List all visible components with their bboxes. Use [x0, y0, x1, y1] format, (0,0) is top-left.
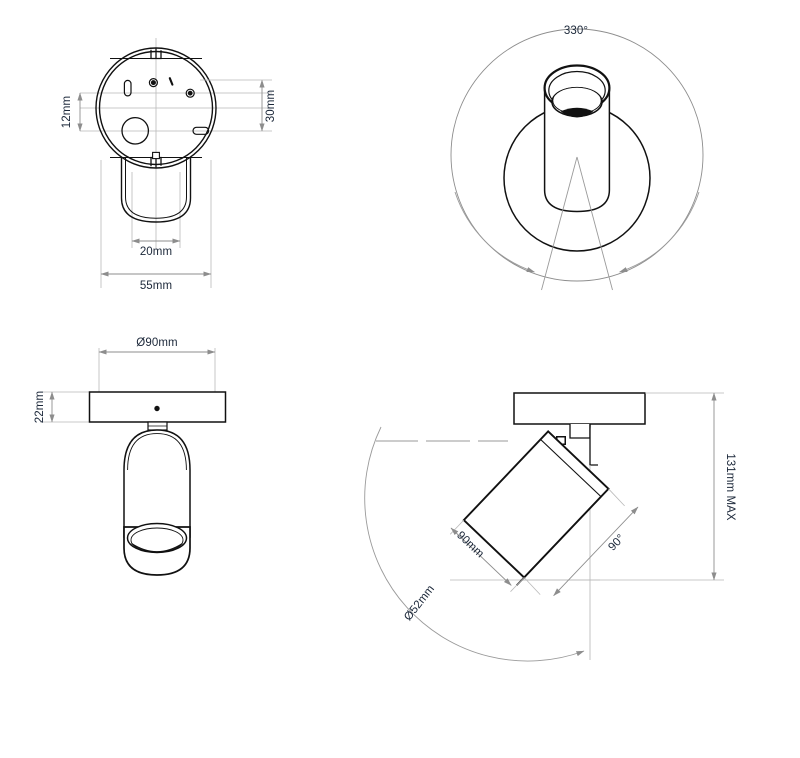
dim-55mm: 55mm [100, 271, 212, 292]
view-top-left-plan: 12mm 30mm 20mm 55mm [61, 38, 277, 292]
tl-construction-lines [80, 38, 272, 288]
tl-screw-hole-upper [150, 80, 156, 86]
tl-cable-entry-hole [121, 116, 150, 145]
tl-tick-mark [168, 77, 174, 86]
dim-55mm-label: 55mm [140, 280, 172, 292]
dim-dia90mm-label: Ø90mm [136, 337, 177, 349]
dim-22mm: 22mm [34, 391, 55, 423]
dim-20mm: 20mm [131, 238, 181, 258]
br-tilt-arc [364, 426, 585, 662]
tl-mounting-features [121, 77, 210, 145]
tr-sweep-arcs [454, 191, 700, 273]
tr-cylinder-body [543, 87, 611, 213]
tl-screw-hole-right-ring [185, 88, 195, 98]
dim-12mm-label: 12mm [61, 96, 73, 128]
tr-led-source [560, 107, 594, 118]
tl-connector-stem [152, 151, 160, 160]
br-tilted-cylinder [462, 430, 610, 586]
dim-dia90mm: Ø90mm [98, 337, 216, 355]
tr-sweep-radials [541, 156, 613, 291]
dim-330deg-label: 330° [564, 25, 588, 37]
bl-cylinder-barrel [123, 429, 191, 538]
dim-131mm-max: 131mm MAX [711, 392, 736, 581]
view-top-right-rotation: 330° [450, 25, 704, 291]
tr-cylinder-opening [543, 64, 611, 118]
view-bottom-right-tilt: 131mm MAX 90mm 90° Ø52mm [364, 392, 736, 662]
br-pivot-bracket [556, 424, 598, 466]
tl-screw-hole-upper-ring [148, 77, 158, 88]
dim-131mm-max-label: 131mm MAX [724, 453, 736, 521]
dim-20mm-label: 20mm [140, 246, 172, 258]
tl-slot-right [192, 126, 210, 135]
dim-22mm-label: 22mm [34, 391, 46, 423]
dim-90mm-length-label: 90° [606, 532, 627, 553]
bl-bezel [123, 522, 191, 576]
br-ceiling-plate [513, 392, 646, 425]
bl-knuckle-stem [147, 421, 168, 431]
dim-90deg-label: Ø52mm [402, 583, 437, 623]
dim-12mm: 12mm [61, 92, 83, 132]
view-bottom-left-elevation: Ø90mm 22mm [34, 337, 227, 576]
tl-slot-left [123, 79, 132, 97]
tl-cylinder-body [120, 158, 192, 223]
br-cap-edge [540, 439, 602, 497]
dim-30mm: 30mm [200, 79, 277, 132]
tr-sweep-circle [450, 28, 704, 282]
bl-plate-screw [154, 405, 160, 412]
br-barrel-outline [462, 430, 610, 579]
dim-30mm-label: 30mm [265, 90, 277, 122]
tl-screw-hole-right [187, 90, 193, 96]
bl-barrel-inner-line [127, 433, 187, 471]
